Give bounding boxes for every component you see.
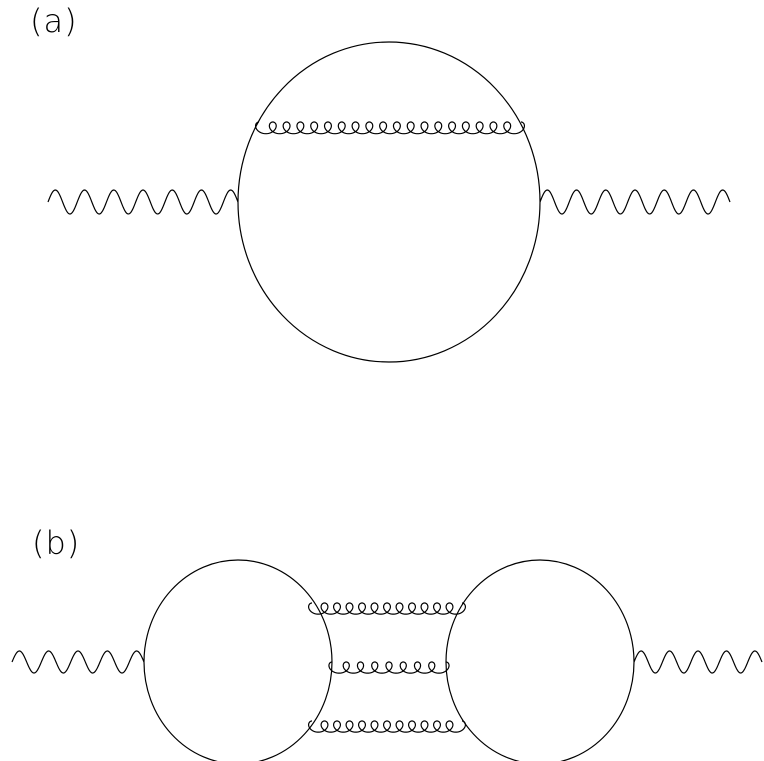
diagram-b-fermion-loop-right [445, 559, 635, 761]
diagram-a-gluon [254, 121, 526, 135]
diagram-a-fermion-loop [237, 41, 541, 363]
diagram-a [47, 41, 731, 363]
diagram-b-photon-left [11, 650, 145, 674]
diagram-a-photon-left [47, 189, 239, 215]
diagram-b-gluon-middle [328, 661, 450, 674]
diagram-b [11, 559, 763, 761]
diagram-a-label: (a) [30, 2, 78, 40]
diagram-b-fermion-loop-left [143, 559, 333, 761]
diagram-a-photon-right [539, 189, 731, 215]
diagram-b-label: (b) [32, 524, 81, 562]
diagram-b-gluon-top [307, 602, 467, 615]
diagram-b-gluon-bottom [307, 720, 467, 733]
diagram-b-photon-right [633, 650, 763, 674]
